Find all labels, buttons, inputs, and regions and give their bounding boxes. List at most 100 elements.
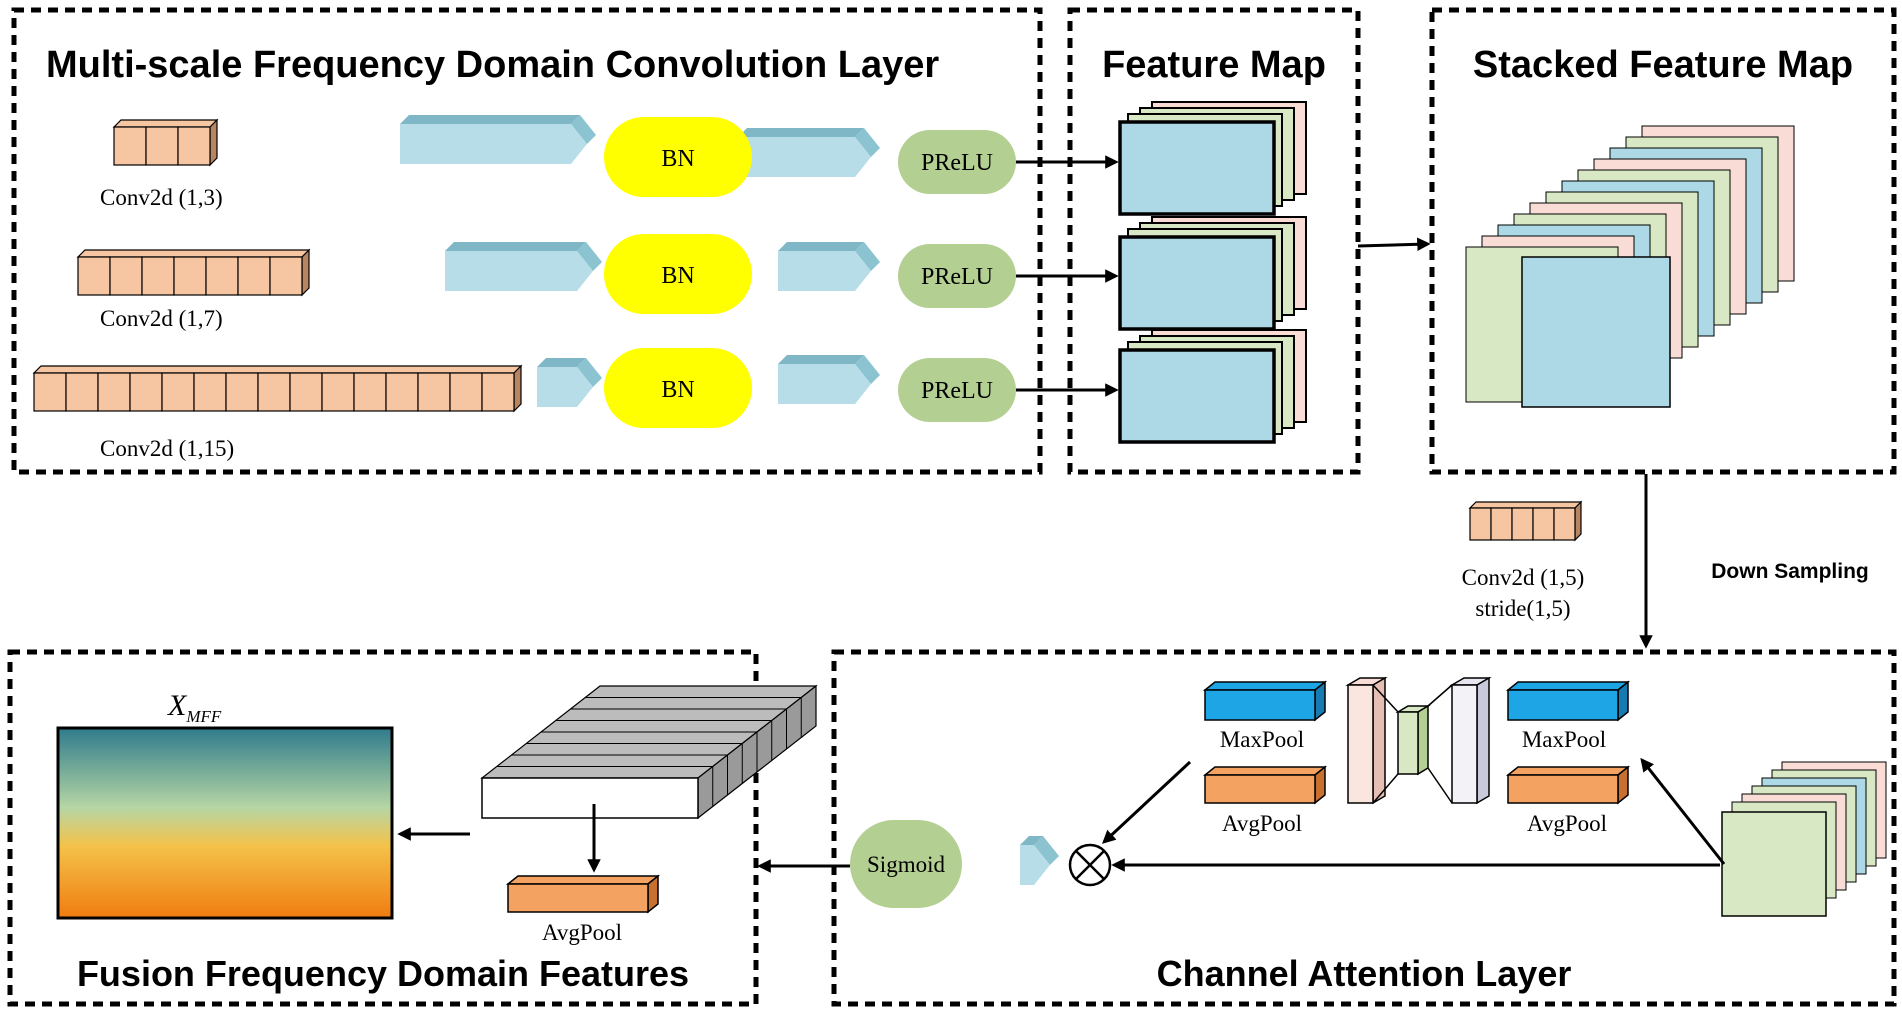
fmap-to-stacked-arrow [1357, 237, 1431, 252]
kernel-bar-7 [76, 248, 311, 297]
kernel-cell [161, 372, 195, 412]
feature-map-stack-2 [1118, 216, 1307, 331]
feature-map-stack-1 [1118, 101, 1307, 216]
block-arrow-5 [537, 358, 602, 407]
kernel-cell [1511, 507, 1534, 541]
stacked-feature-map-cube [1465, 125, 1795, 408]
xmff-output [56, 726, 394, 920]
block-arrow-1 [400, 115, 596, 164]
maxpool-label-left: MaxPool [1220, 727, 1304, 752]
kernel-cell [257, 372, 291, 412]
xmff-label: XMFF [167, 689, 222, 726]
block-arrow-6 [778, 355, 880, 404]
fusion-box [7, 649, 759, 1007]
kernel-bar-3 [112, 118, 219, 167]
xmff-symbol: X [167, 689, 188, 722]
kernel-cell [1553, 507, 1576, 541]
avgpool-bar-fusion [505, 874, 661, 914]
down-sampling-label: Down Sampling [1711, 560, 1869, 583]
kernel-cell [113, 126, 147, 166]
feature-map-stack-3 [1118, 329, 1307, 444]
kernel-cell [353, 372, 387, 412]
fusion-feature-bar [480, 684, 818, 820]
down-sampling-kernel-bar [1468, 500, 1583, 542]
prelu-label: PReLU [921, 150, 993, 176]
conv-layer-title: Multi-scale Frequency Domain Convolution… [46, 44, 939, 86]
kernel-cell [269, 256, 303, 296]
kernel-cell [417, 372, 451, 412]
prelu-label: PReLU [921, 378, 993, 404]
maxpool-label-right: MaxPool [1522, 727, 1606, 752]
kernel-cell [289, 372, 323, 412]
kernel-cell [237, 256, 271, 296]
block-arrow-2 [738, 128, 880, 177]
kernel-cell [225, 372, 259, 412]
kernel-cell [65, 372, 99, 412]
kernel-cell [1469, 507, 1492, 541]
kernel-cell [321, 372, 355, 412]
prelu-block-2: PReLU [898, 244, 1016, 308]
channel-attention-title: Channel Attention Layer [1157, 953, 1572, 994]
avgpool-label-right: AvgPool [1527, 811, 1607, 836]
kernel-cell [33, 372, 67, 412]
feature-map-box [1067, 7, 1361, 475]
multiply-operator [1068, 843, 1112, 887]
down-sampling-stride-label: stride(1,5) [1475, 596, 1570, 621]
prelu-block-3: PReLU [898, 358, 1016, 422]
avgpool-bar-right [1505, 765, 1631, 805]
kernel-cell [1490, 507, 1513, 541]
kernel-cell [141, 256, 175, 296]
kernel-cell [97, 372, 131, 412]
maxpool-bar-left [1202, 680, 1328, 722]
bn-block-2: BN [604, 234, 752, 314]
block-arrow-4 [778, 242, 880, 291]
bottleneck-mlp [1345, 676, 1492, 805]
channel-attention-box [831, 649, 1897, 1007]
stacked-front-layer [1521, 256, 1671, 408]
kernel-label-1x3: Conv2d (1,3) [100, 185, 223, 210]
down-sampling-conv-label: Conv2d (1,5) [1462, 565, 1585, 590]
bn-block-3: BN [604, 348, 752, 428]
stack-to-pool-arrow [1640, 757, 1726, 865]
stacked-feature-map-title: Stacked Feature Map [1473, 44, 1853, 86]
kernel-bar-15 [32, 364, 523, 413]
avgpool-label-left: AvgPool [1222, 811, 1302, 836]
kernel-cell [449, 372, 483, 412]
kernel-label-1x7: Conv2d (1,7) [100, 306, 223, 331]
bn-label: BN [661, 146, 694, 172]
feature-map-title: Feature Map [1102, 44, 1326, 86]
down-sampling-kernel [1468, 500, 1583, 542]
block-arrow-7 [1020, 836, 1059, 885]
kernel-cell [129, 372, 163, 412]
kernel-cell [385, 372, 419, 412]
sigmoid-label: Sigmoid [867, 852, 945, 877]
sigmoid-block: Sigmoid [850, 820, 962, 908]
kernel-cell [173, 256, 207, 296]
kernel-cell [109, 256, 143, 296]
kernel-cell [177, 126, 211, 166]
stacked-feature-map-box [1429, 7, 1897, 475]
block-arrows-layer [400, 115, 1059, 885]
avgpool-label-fusion: AvgPool [542, 920, 622, 945]
kernel-cell [481, 372, 515, 412]
fusion-title: Fusion Frequency Domain Features [77, 953, 689, 994]
kernel-cell [1532, 507, 1555, 541]
maxpool-bar-right [1505, 680, 1631, 722]
prelu-block-1: PReLU [898, 130, 1016, 194]
bn-label: BN [661, 377, 694, 403]
block-arrow-3 [445, 242, 602, 291]
kernel-cell [145, 126, 179, 166]
prelu-label: PReLU [921, 264, 993, 290]
kernel-cell [77, 256, 111, 296]
kernel-label-1x15: Conv2d (1,15) [100, 436, 234, 461]
kernel-cell [205, 256, 239, 296]
attention-stack-front [1721, 811, 1827, 917]
fusion-bar-front [481, 777, 699, 819]
kernel-cell [193, 372, 227, 412]
mlp-to-multiply-arrow [1102, 760, 1192, 844]
xmff-subscript: MFF [185, 707, 222, 726]
bn-label: BN [661, 263, 694, 289]
bn-block-1: BN [604, 117, 752, 197]
conv-layer-box [11, 7, 1043, 475]
